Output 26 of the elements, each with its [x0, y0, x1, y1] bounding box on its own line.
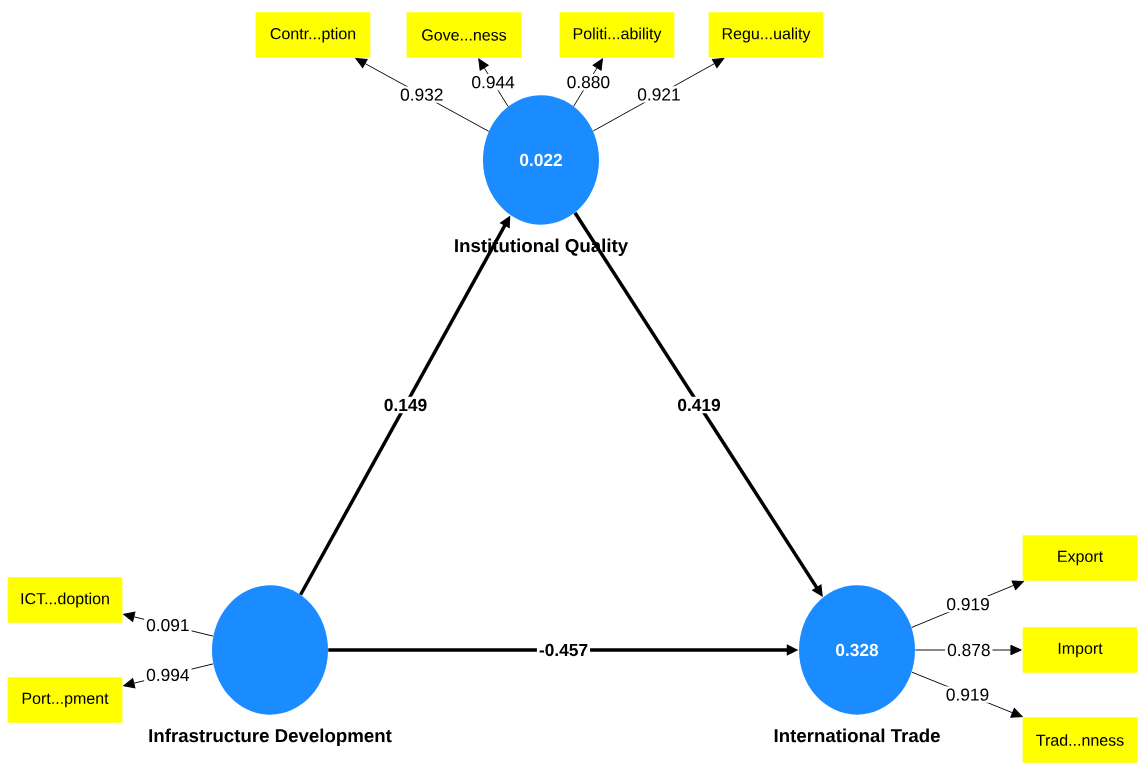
indicator-box: Trad...nness [1022, 717, 1138, 763]
node-heading: International Trade [770, 725, 944, 745]
edge-label: 0.932 [398, 86, 446, 103]
node-heading: Infrastructure Development [145, 725, 395, 749]
edge-label: 0.994 [144, 666, 192, 684]
indicator-box: Regu...uality [708, 12, 824, 58]
edge-label: 0.419 [675, 396, 723, 414]
edge-label: 0.919 [944, 596, 992, 613]
arrow [478, 58, 509, 107]
indicator-box: Export [1022, 535, 1138, 581]
indicator-box: Gove...ness [406, 12, 522, 58]
arrow [573, 58, 603, 107]
edge-label: 0.880 [564, 73, 613, 91]
indicator-box: ICT...doption [7, 577, 123, 623]
indicator-box: Port...pment [7, 677, 123, 723]
edge-label: 0.944 [469, 74, 517, 91]
indicator-box: Import [1022, 627, 1138, 673]
indicator-box: Contr...ption [255, 12, 371, 58]
edge-label: 0.921 [635, 86, 683, 103]
edge-label: 0.149 [381, 396, 430, 414]
indicator-box: Politi...ability [559, 12, 675, 58]
edge-label: 0.091 [144, 616, 192, 634]
arrow [355, 58, 490, 132]
edge-label: 0.919 [943, 686, 992, 703]
edge-label: 0.878 [945, 641, 993, 659]
edge-label: -0.457 [536, 641, 591, 659]
